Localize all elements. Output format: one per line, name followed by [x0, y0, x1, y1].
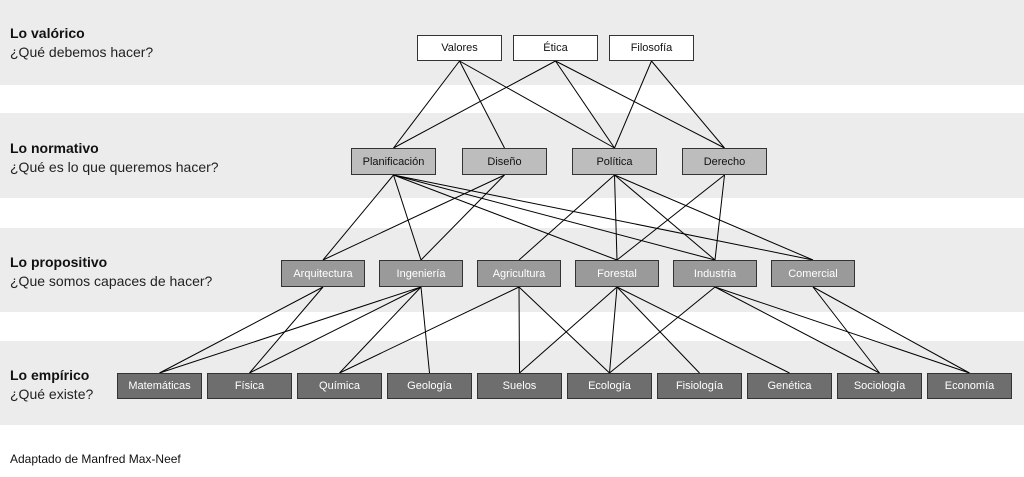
node-ingenieria: Ingeniería — [379, 260, 463, 287]
link-planificacion-ingenieria — [393, 174, 422, 261]
level-question-propositivo: ¿Que somos capaces de hacer? — [10, 273, 213, 289]
level-title-propositivo: Lo propositivo — [10, 254, 108, 270]
link-forestal-ecologia — [609, 286, 618, 374]
link-derecho-industria — [714, 174, 725, 261]
link-valores-diseno — [459, 60, 505, 149]
node-matematicas: Matemáticas — [117, 373, 202, 399]
node-fisiologia: Fisiología — [657, 373, 742, 399]
link-agricultura-suelos — [518, 286, 520, 374]
credit-text: Adaptado de Manfred Max-Neef — [10, 452, 181, 466]
level-question-normativo: ¿Qué es lo que queremos hacer? — [10, 159, 219, 175]
node-genetica: Genética — [747, 373, 832, 399]
link-agricultura-quimica — [339, 286, 520, 374]
node-industria: Industria — [673, 260, 757, 287]
link-comercial-sociologia — [812, 286, 880, 374]
node-etica: Ética — [513, 35, 598, 61]
node-fisica: Física — [207, 373, 292, 399]
node-arquitectura: Arquitectura — [281, 260, 365, 287]
link-filosofia-derecho — [651, 60, 725, 149]
link-politica-industria — [614, 174, 716, 261]
link-ingenieria-matematicas — [159, 286, 422, 374]
link-etica-planificacion — [393, 60, 556, 149]
link-diseno-ingenieria — [420, 174, 505, 261]
link-derecho-forestal — [616, 174, 725, 261]
link-arquitectura-fisica — [249, 286, 324, 374]
link-arquitectura-matematicas — [159, 286, 324, 374]
link-etica-derecho — [555, 60, 725, 149]
node-planificacion: Planificación — [351, 148, 436, 175]
link-industria-economia — [714, 286, 970, 374]
node-forestal: Forestal — [575, 260, 659, 287]
node-diseno: Diseño — [462, 148, 547, 175]
level-question-empirico: ¿Qué existe? — [10, 386, 94, 402]
link-filosofia-politica — [614, 60, 652, 149]
link-comercial-economia — [812, 286, 970, 374]
node-filosofia: Filosofía — [609, 35, 694, 61]
node-suelos: Suelos — [477, 373, 562, 399]
level-question-valorico: ¿Qué debemos hacer? — [10, 44, 154, 60]
link-forestal-fisiologia — [616, 286, 700, 374]
link-politica-comercial — [614, 174, 814, 261]
link-agricultura-ecologia — [518, 286, 610, 374]
link-forestal-suelos — [519, 286, 618, 374]
link-industria-sociologia — [714, 286, 880, 374]
node-valores: Valores — [417, 35, 502, 61]
link-industria-ecologia — [609, 286, 716, 374]
node-sociologia: Sociología — [837, 373, 922, 399]
node-quimica: Química — [297, 373, 382, 399]
link-politica-forestal — [614, 174, 618, 261]
node-ecologia: Ecología — [567, 373, 652, 399]
link-planificacion-industria — [393, 174, 716, 261]
level-title-empirico: Lo empírico — [10, 367, 90, 383]
node-agricultura: Agricultura — [477, 260, 561, 287]
node-economia: Economía — [927, 373, 1012, 399]
node-geologia: Geología — [387, 373, 472, 399]
link-politica-agricultura — [518, 174, 615, 261]
level-title-valorico: Lo valórico — [10, 25, 85, 41]
link-ingenieria-fisica — [249, 286, 422, 374]
link-ingenieria-quimica — [339, 286, 422, 374]
band-valorico — [0, 0, 1024, 85]
node-derecho: Derecho — [682, 148, 767, 175]
level-title-normativo: Lo normativo — [10, 140, 99, 156]
link-etica-politica — [555, 60, 615, 149]
link-planificacion-arquitectura — [322, 174, 394, 261]
node-politica: Política — [572, 148, 657, 175]
link-diseno-arquitectura — [322, 174, 505, 261]
link-valores-planificacion — [393, 60, 460, 149]
link-forestal-genetica — [616, 286, 790, 374]
link-planificacion-forestal — [393, 174, 618, 261]
node-comercial: Comercial — [771, 260, 855, 287]
link-valores-politica — [459, 60, 615, 149]
link-ingenieria-geologia — [420, 286, 430, 374]
link-planificacion-comercial — [393, 174, 814, 261]
